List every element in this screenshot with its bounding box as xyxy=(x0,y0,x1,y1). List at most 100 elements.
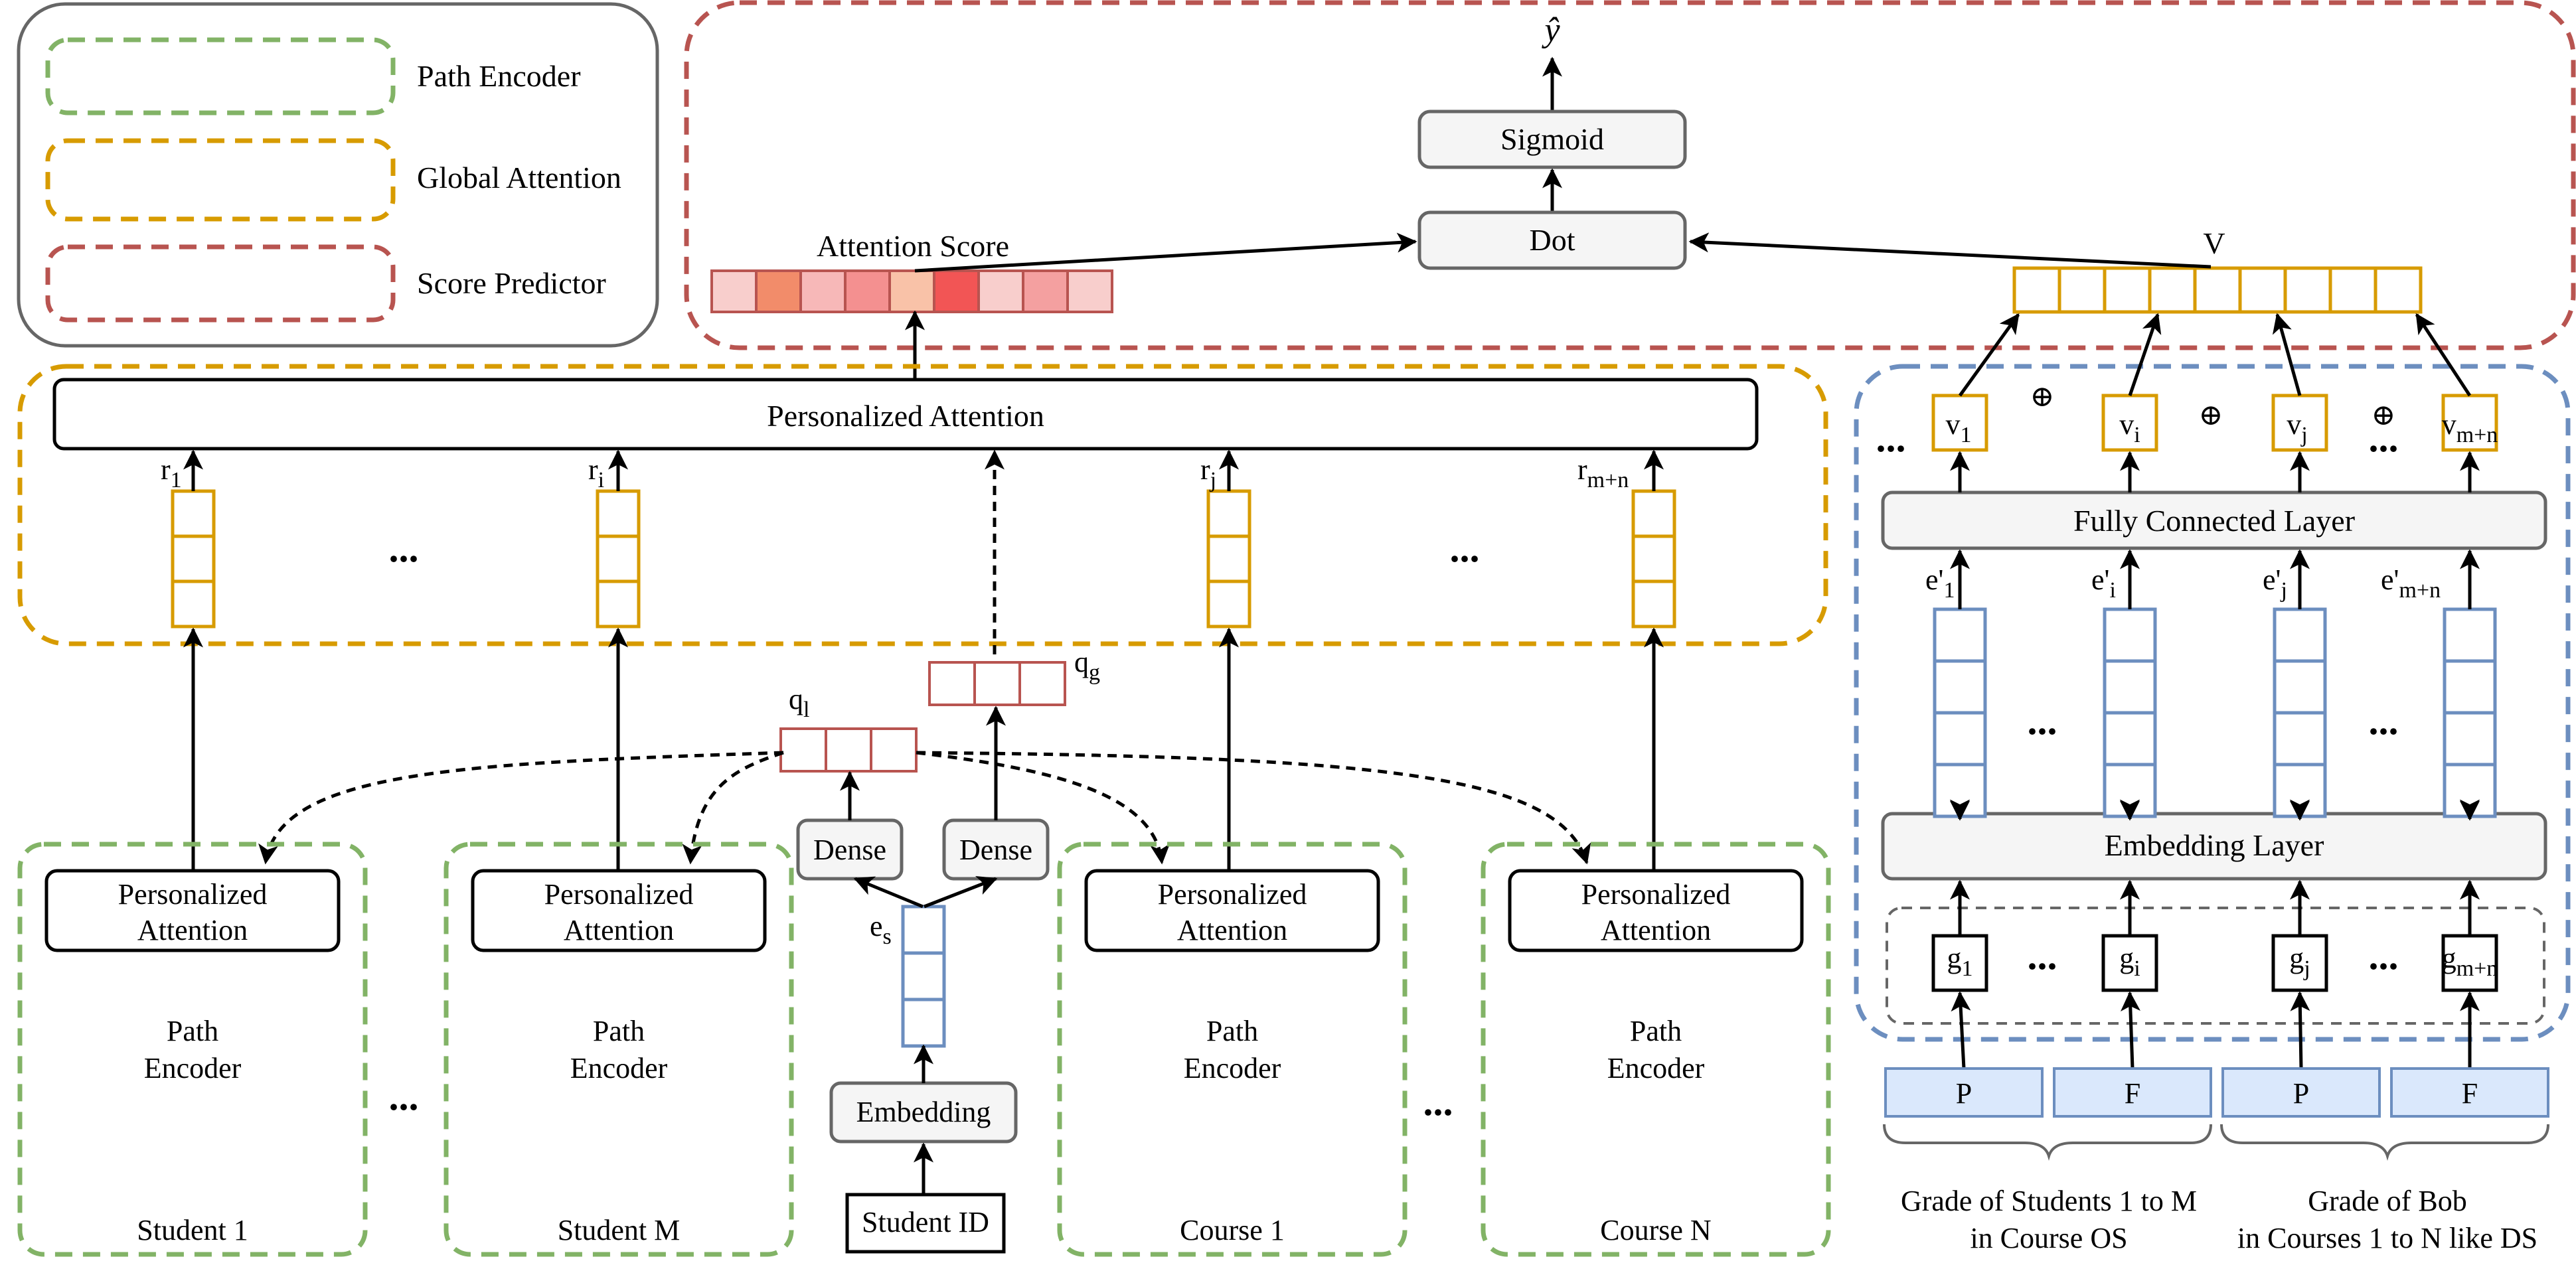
ellipsis: ... xyxy=(2369,416,2399,460)
personalized-attention-label: Attention xyxy=(1177,914,1287,946)
r-vector-cell xyxy=(596,534,641,583)
path-encoder-caption: Student 1 xyxy=(137,1214,248,1246)
v-label: V xyxy=(2203,226,2225,260)
ri-label: ri xyxy=(588,453,604,492)
legend-swatch-global-attention xyxy=(45,138,396,222)
arrow xyxy=(1951,991,1971,1069)
g-box xyxy=(1931,934,1988,992)
personalized-attention-box xyxy=(44,869,341,952)
attention-score-label: Attention Score xyxy=(817,229,1009,263)
sigmoid-box xyxy=(1417,110,1687,169)
personalized-attention-box xyxy=(1084,869,1380,952)
path-encoder-label: Path xyxy=(167,1015,218,1047)
path-encoder-label: Encoder xyxy=(144,1052,242,1084)
y-hat-label: ŷ xyxy=(1541,11,1560,49)
ellipsis: ... xyxy=(2369,934,2399,978)
ellipsis: ... xyxy=(2028,934,2057,978)
r-vector-cell xyxy=(171,534,216,583)
oplus-symbol: ⊕ xyxy=(2199,399,2223,431)
path-encoder-2: PersonalizedAttentionPathEncoderStudent … xyxy=(443,842,794,1257)
attention-score-cell xyxy=(844,269,891,313)
grade-caption-left-2: in Course OS xyxy=(1970,1222,2127,1254)
personalized-attention-label: Personalized xyxy=(1158,878,1307,911)
r-vector-cell xyxy=(1631,489,1676,538)
sigmoid-label: Sigmoid xyxy=(1500,122,1604,156)
ellipsis: ... xyxy=(1876,416,1906,460)
e-vector-cell xyxy=(1933,711,1987,767)
ellipsis: ... xyxy=(2369,699,2399,743)
path-encoder-box xyxy=(17,842,368,1257)
r-vector-cell xyxy=(596,579,641,629)
path-encoder-label: Path xyxy=(1630,1015,1682,1047)
ql-cell xyxy=(779,727,827,773)
es-label: es xyxy=(870,910,892,949)
attention-score-cell xyxy=(755,269,802,313)
e-vector-cell xyxy=(2103,763,2157,818)
ellipsis: ... xyxy=(2028,699,2057,743)
embedding-panel: Fully Connected Layer Embedding Layer ⊕ … xyxy=(1854,364,2571,1042)
ei-label: e'i xyxy=(2091,563,2116,603)
es-cell xyxy=(901,998,946,1048)
oplus-symbol: ⊕ xyxy=(2372,399,2396,431)
ej-label: e'j xyxy=(2263,563,2287,603)
embedding-layer-label: Embedding Layer xyxy=(2105,828,2324,862)
grade-caption-right-2: in Courses 1 to N like DS xyxy=(2237,1222,2537,1254)
v-vector-cell xyxy=(2012,266,2061,314)
dot-label: Dot xyxy=(1530,223,1575,257)
arrow xyxy=(2272,313,2302,396)
path-encoder-box xyxy=(1057,842,1408,1257)
v-box xyxy=(2441,394,2498,452)
e1-label: e'1 xyxy=(1925,563,1955,603)
personalized-attention-label: Attention xyxy=(1601,914,1711,946)
legend-global-attention-label: Global Attention xyxy=(417,161,621,194)
legend: Path Encoder Global Attention Score Pred… xyxy=(17,2,659,348)
score-predictor-panel: ŷ Sigmoid Dot Attention Score V xyxy=(684,0,2576,380)
path-encoder-box xyxy=(443,842,794,1257)
student-id-box xyxy=(845,1193,1006,1254)
es-cell xyxy=(901,951,946,1001)
e-vector-cell xyxy=(2443,763,2497,818)
attention-score-cell xyxy=(1066,269,1113,313)
legend-swatch-score-predictor xyxy=(45,244,396,323)
path-encoder-label: Path xyxy=(1206,1015,1258,1047)
qg-vector xyxy=(928,661,1066,706)
e-vector-cell xyxy=(2103,711,2157,767)
grade-label: P xyxy=(1956,1077,1972,1110)
r-vector-cell xyxy=(1631,534,1676,583)
legend-swatch-path-encoder xyxy=(45,37,396,115)
path-encoder-caption: Course N xyxy=(1600,1214,1711,1246)
path-encoder-label: Encoder xyxy=(570,1052,668,1084)
g-box xyxy=(2271,934,2328,992)
qg-cell xyxy=(928,661,976,706)
path-encoder-box xyxy=(1481,842,1831,1257)
grade-label: P xyxy=(2293,1077,2309,1110)
e-vector-cell xyxy=(2443,607,2497,663)
e-vector-cell xyxy=(1933,659,1987,715)
oplus-symbol: ⊕ xyxy=(2030,380,2055,413)
e-vector-cell xyxy=(2443,711,2497,767)
vmn-label: vm+n xyxy=(2442,408,2498,447)
e-vector-cell xyxy=(2443,659,2497,715)
path-encoder-label: Encoder xyxy=(1607,1052,1705,1084)
v-vector-cell xyxy=(2103,266,2152,314)
grade-label: F xyxy=(2125,1077,2140,1110)
g-input-group xyxy=(1886,907,2545,1025)
dot-box xyxy=(1417,210,1687,270)
r-vector-cell xyxy=(171,579,216,629)
v-vector-cell xyxy=(2238,266,2287,314)
path-encoder-label: Encoder xyxy=(1184,1052,1281,1084)
grade-box xyxy=(1884,1067,2044,1118)
global-attention-panel: Personalized Attention ... ... xyxy=(17,364,1828,654)
arrow xyxy=(1958,313,2020,397)
personalized-attention-label: Attention xyxy=(564,914,674,946)
path-encoders: PersonalizedAttentionPathEncoderStudent … xyxy=(17,842,1831,1257)
v-vector-cell xyxy=(2148,266,2197,314)
r-vectors xyxy=(171,449,1676,869)
e-vector-cell xyxy=(2273,711,2327,767)
emn-label: e'm+n xyxy=(2381,563,2441,603)
grade-box xyxy=(2053,1067,2212,1118)
vi-label: vi xyxy=(2119,408,2140,447)
personalized-attention-box xyxy=(1508,869,1804,952)
g-box xyxy=(2101,934,2158,992)
grade-caption-left-1: Grade of Students 1 to M xyxy=(1901,1185,2197,1217)
